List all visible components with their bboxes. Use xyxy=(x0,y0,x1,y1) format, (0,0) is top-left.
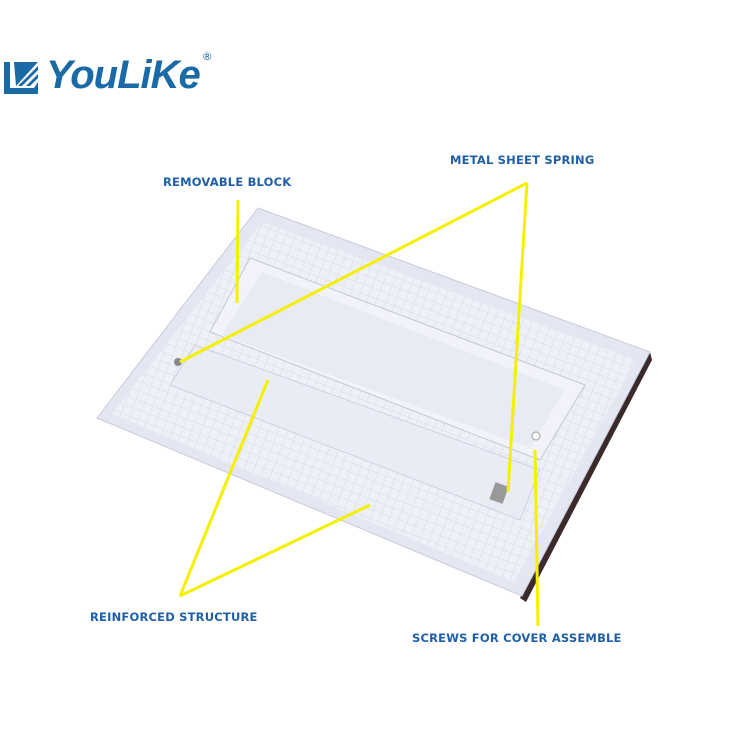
leader-lines xyxy=(178,181,540,627)
callout-metal-sheet-spring: METAL SHEET SPRING xyxy=(450,153,595,167)
leader-reinforced-left xyxy=(178,379,270,597)
leader-reinforced-right xyxy=(179,503,371,598)
leader-spring-right xyxy=(506,182,529,493)
registered-mark: ® xyxy=(201,50,213,63)
distribution-box-panel xyxy=(96,207,652,602)
callout-reinforced-structure: REINFORCED STRUCTURE xyxy=(90,610,258,624)
leader-spring-left xyxy=(179,181,528,364)
logo-mark-icon xyxy=(4,62,38,94)
brand-logo: YouLiKe ® xyxy=(4,50,213,98)
leader-removable-block xyxy=(235,199,240,304)
leader-screws xyxy=(533,449,540,627)
callout-removable-block: REMOVABLE BLOCK xyxy=(163,175,292,189)
callout-screws: SCREWS FOR COVER ASSEMBLE xyxy=(412,631,622,645)
brand-name: YouLiKe xyxy=(46,53,201,97)
